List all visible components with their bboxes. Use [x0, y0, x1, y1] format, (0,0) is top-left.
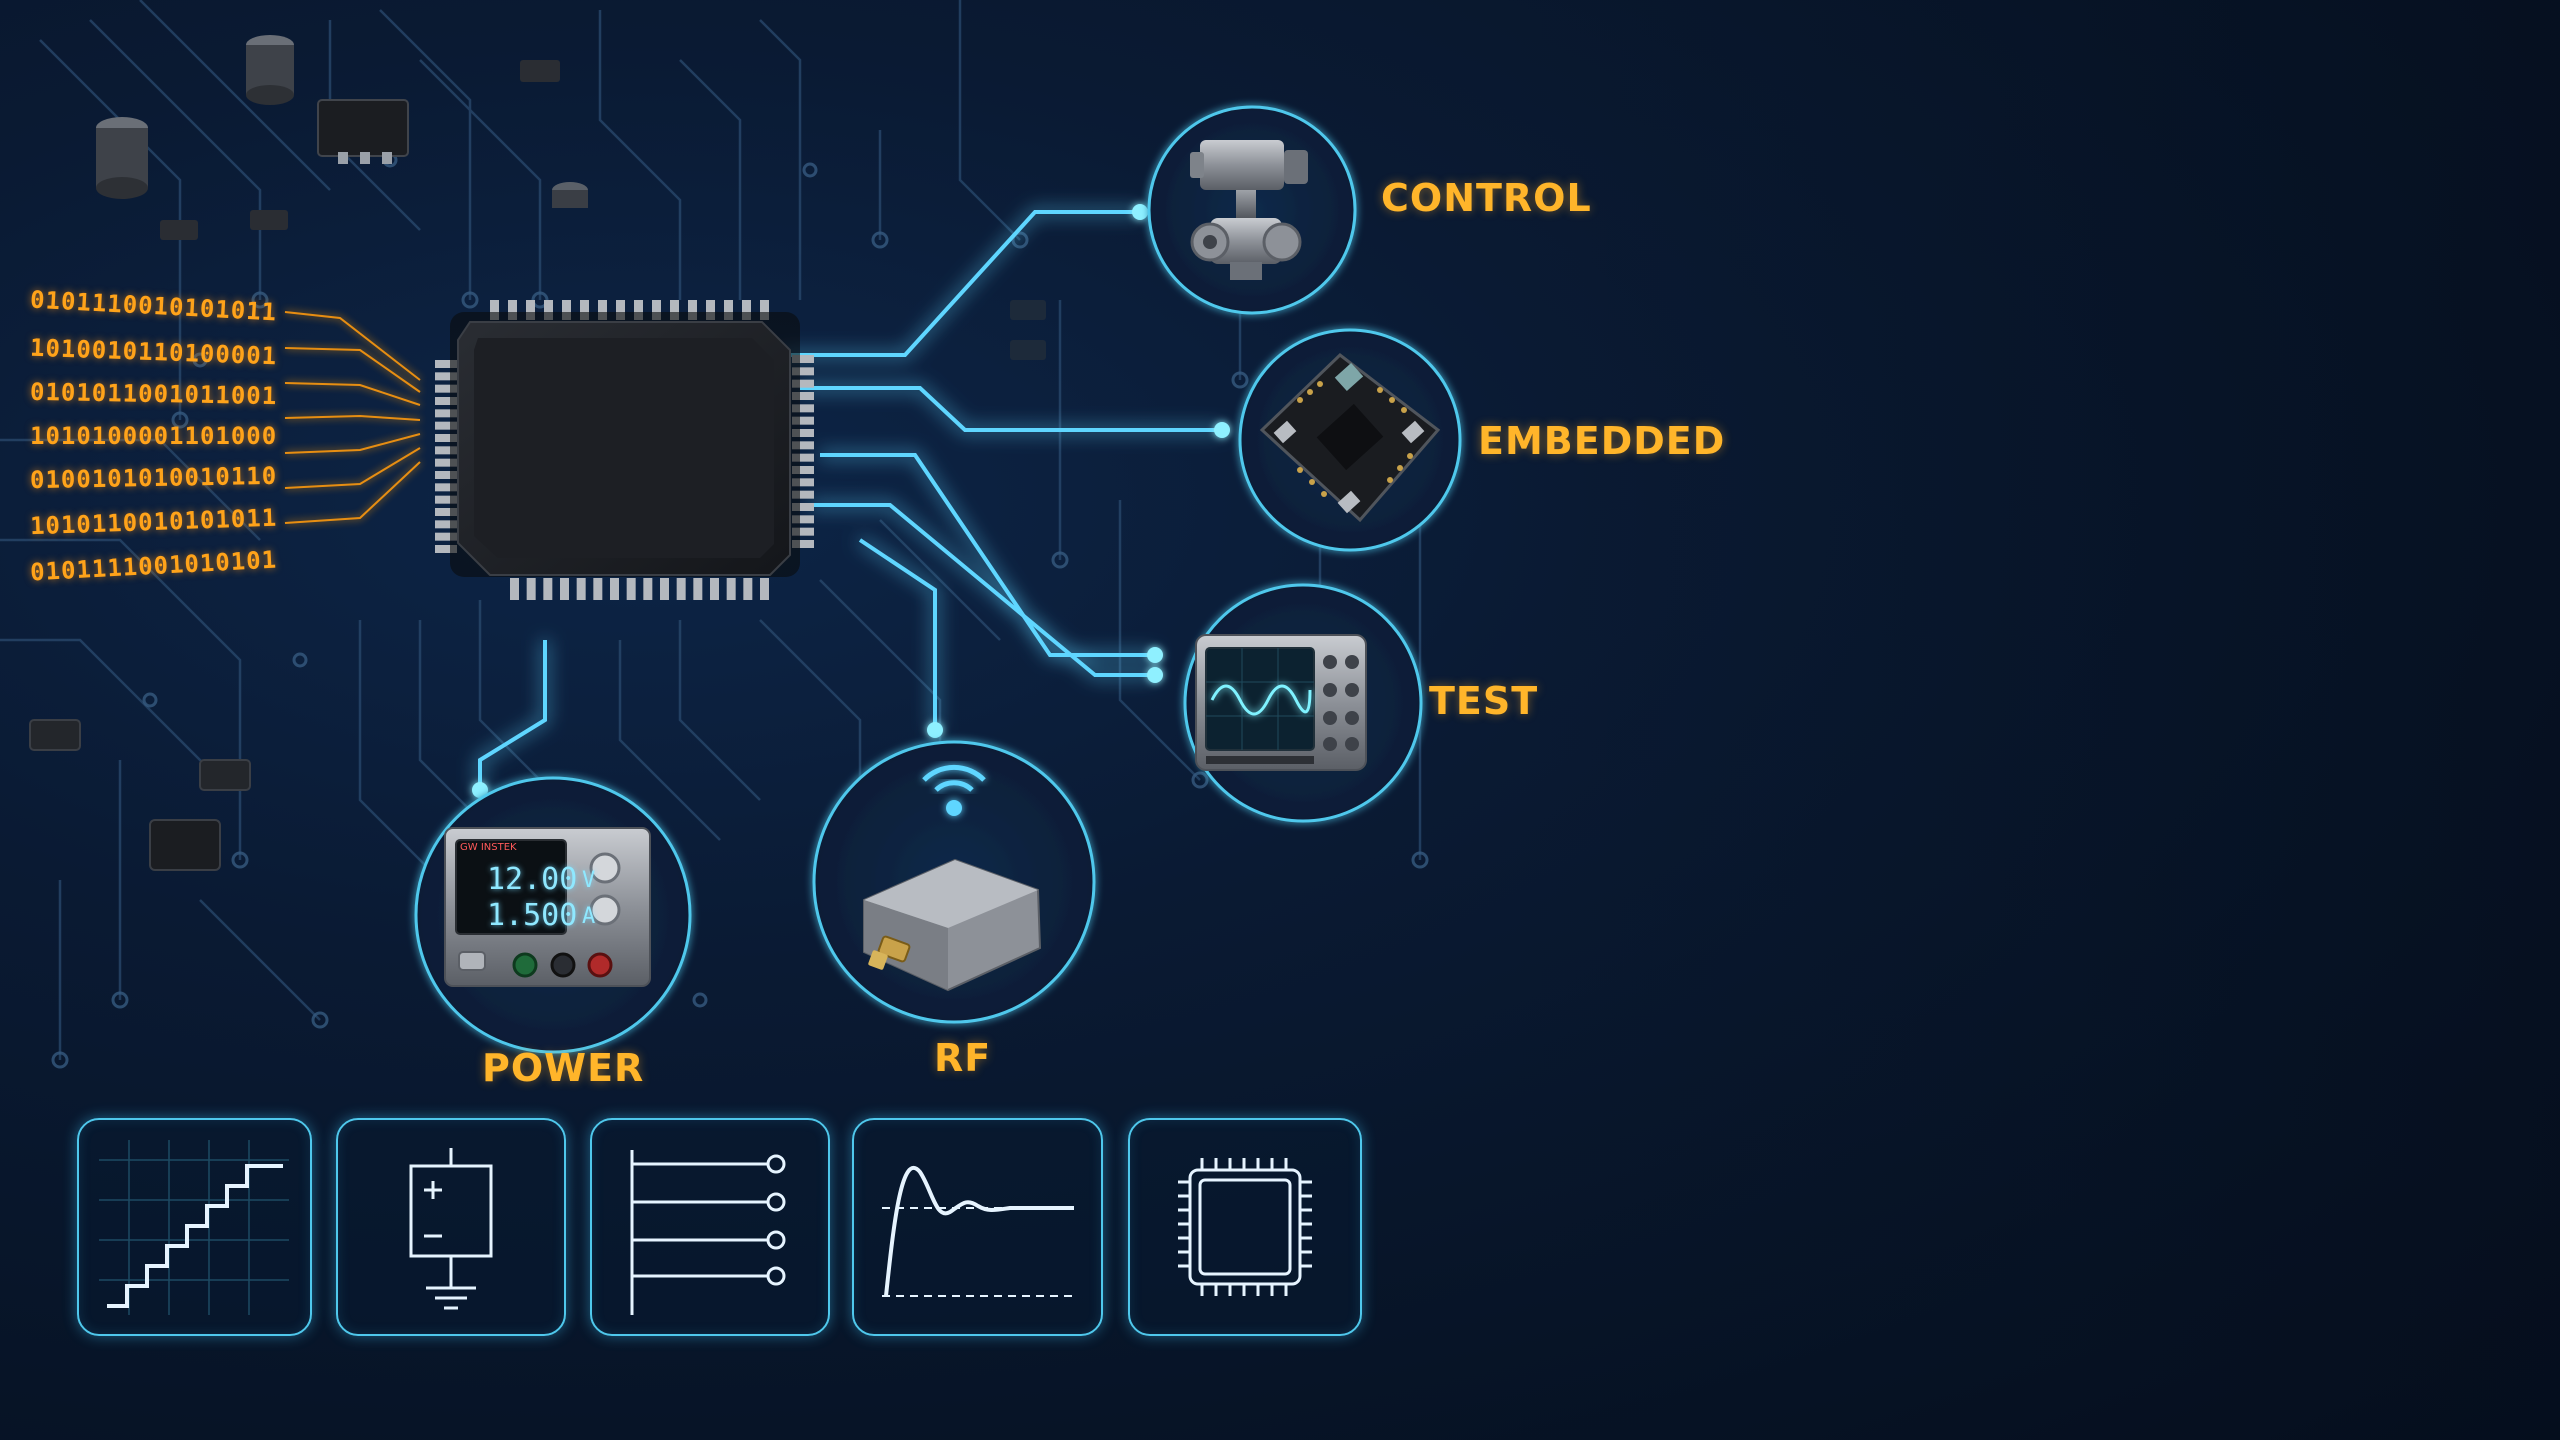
bench-power-supply-icon: [444, 827, 651, 987]
microcontroller-chip: [435, 300, 814, 600]
chip-card[interactable]: [1128, 1118, 1362, 1336]
valve-actuator-icon: [1190, 140, 1308, 280]
smd-components: [29, 35, 1046, 871]
rf-label: RF: [934, 1036, 992, 1080]
signal-traces: [478, 210, 1222, 790]
bus-lines-icon: [630, 1150, 786, 1315]
rf-module-antenna-icon: [863, 764, 1042, 992]
step-response-card[interactable]: [852, 1118, 1103, 1336]
power-circle: [414, 776, 692, 1054]
oscilloscope-icon: [1195, 634, 1367, 771]
power-voltage-value: 12.00: [487, 862, 578, 897]
chip-pins: [435, 300, 814, 600]
control-circle: [1147, 105, 1357, 315]
data-traces: [284, 311, 421, 524]
binary-line: 0100101010010110: [29, 461, 278, 495]
binary-line: 0101011001011001: [29, 377, 278, 411]
staircase-card[interactable]: [77, 1118, 312, 1336]
battery-card[interactable]: [336, 1118, 566, 1336]
power-supply-brand: GW INSTEK: [460, 842, 517, 853]
embedded-label: EMBEDDED: [1478, 419, 1726, 463]
step-response-icon: [882, 1165, 1074, 1297]
control-label: CONTROL: [1381, 176, 1592, 220]
binary-line: 1010100001101000: [30, 422, 278, 450]
test-circle: [1183, 583, 1423, 823]
staircase-waveform-icon: [99, 1140, 289, 1315]
circuit-board-module-icon: [1259, 353, 1441, 523]
power-voltage-unit: V: [582, 868, 596, 893]
power-current-value: 1.500: [487, 898, 578, 933]
battery-ground-schematic-icon: [409, 1148, 493, 1310]
embedded-circle: [1238, 328, 1462, 552]
chip-icon: [1178, 1158, 1312, 1296]
power-label: POWER: [482, 1046, 645, 1090]
trace-endpoints: [472, 204, 1230, 798]
test-label: TEST: [1429, 679, 1539, 723]
power-current-unit: A: [582, 904, 596, 929]
bus-lines-card[interactable]: [590, 1118, 830, 1336]
rf-circle: [812, 740, 1096, 1024]
